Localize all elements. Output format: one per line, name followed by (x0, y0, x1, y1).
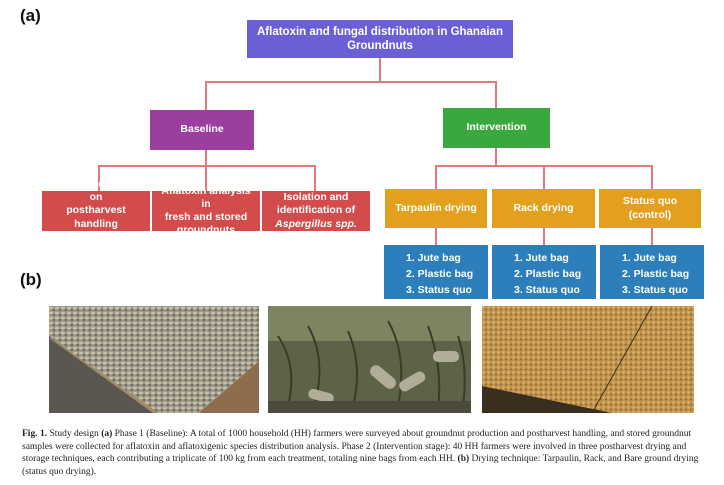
bchild3-line2: identification of (276, 204, 356, 217)
root-line2: Groundnuts (347, 40, 413, 52)
storage-list-tarpaulin: 1. Jute bag 2. Plastic bag 3. Status quo (384, 245, 488, 299)
baseline-child-aflatoxin-analysis: Aflatoxin analysis in fresh and stored g… (152, 185, 260, 236)
connector-list2 (543, 228, 545, 245)
storage-item: 3. Status quo (406, 284, 472, 296)
connector-list3 (651, 228, 653, 245)
storage-item: 2. Plastic bag (406, 268, 474, 280)
intervention-node: Intervention (443, 108, 550, 148)
bchild2-line2: fresh and stored (164, 211, 248, 223)
storage-item: 1. Jute bag (622, 252, 677, 264)
baseline-child-isolation: Isolation and identification of Aspergil… (262, 191, 370, 231)
connector-bchild1 (98, 165, 100, 191)
storage-item: 2. Plastic bag (622, 268, 690, 280)
connector-baseline-up (205, 81, 207, 111)
panel-label-a: (a) (20, 6, 41, 25)
connector-root-down (379, 56, 381, 82)
bchild3-line1: Isolation and (283, 191, 349, 204)
connector-bchild3 (314, 165, 316, 191)
intervention-child-status-quo: Status quo (control) (599, 189, 701, 228)
bchild1-line1: Household survey on (50, 178, 142, 204)
bchild1-line3: of groundnuts (60, 230, 132, 243)
caption-b-tag: (b) (457, 454, 470, 464)
caption-p2: Phase 1 (Baseline): A total of 1000 hous… (22, 429, 692, 464)
connector-intervention-up (495, 81, 497, 108)
photo-rack-drying (268, 306, 471, 413)
caption-p3: Drying technique: Tarpaulin, Rack, and B… (22, 454, 699, 477)
root-line1: Aflatoxin and fungal distribution in Gha… (257, 25, 503, 38)
connector-level1-horizontal (205, 81, 497, 83)
connector-ichild2 (543, 165, 545, 189)
storage-item: 2. Plastic bag (514, 268, 582, 280)
storage-item: 1. Jute bag (514, 252, 569, 264)
intervention-child-tarpaulin: Tarpaulin drying (385, 189, 487, 228)
baseline-node: Baseline (150, 110, 254, 150)
bchild2-line1: Aflatoxin analysis in (161, 184, 251, 210)
bchild3-line3: Aspergillus spp. (275, 217, 357, 230)
connector-baseline-down (205, 150, 207, 166)
ichild3-line2: (control) (628, 208, 672, 221)
baseline-label: Baseline (180, 123, 224, 136)
intervention-label: Intervention (466, 121, 527, 134)
ichild3-line1: Status quo (622, 195, 678, 208)
connector-intervention-down (495, 147, 497, 166)
connector-ichild1 (435, 165, 437, 189)
connector-list1 (435, 228, 437, 245)
connector-baseline-horizontal (98, 165, 316, 167)
intervention-child-rack: Rack drying (492, 189, 595, 228)
photo-bare-ground-drying (482, 306, 694, 413)
storage-item: 3. Status quo (514, 284, 580, 296)
root-node: Aflatoxin and fungal distribution in Gha… (247, 20, 513, 58)
storage-list-status-quo: 1. Jute bag 2. Plastic bag 3. Status quo (600, 245, 704, 299)
bchild1-line2: postharvest handling (66, 204, 126, 230)
connector-bchild2 (205, 165, 207, 191)
caption-fig: Fig. 1. (22, 429, 48, 439)
storage-item: 3. Status quo (622, 284, 688, 296)
figure-caption: Fig. 1. Study design (a) Phase 1 (Baseli… (22, 428, 712, 478)
panel-label-b: (b) (20, 270, 42, 289)
ichild1-line1: Tarpaulin drying (395, 201, 477, 214)
bchild2-line3: groundnuts (176, 224, 236, 237)
storage-list-rack: 1. Jute bag 2. Plastic bag 3. Status quo (492, 245, 596, 299)
photo-tarpaulin-drying (49, 306, 259, 413)
caption-p1: Study design (49, 429, 99, 439)
caption-a-tag: (a) (101, 429, 113, 439)
ichild2-line1: Rack drying (513, 201, 574, 214)
connector-ichild3 (651, 165, 653, 189)
baseline-child-household-survey: Household survey on postharvest handling… (42, 178, 150, 243)
storage-item: 1. Jute bag (406, 252, 461, 264)
